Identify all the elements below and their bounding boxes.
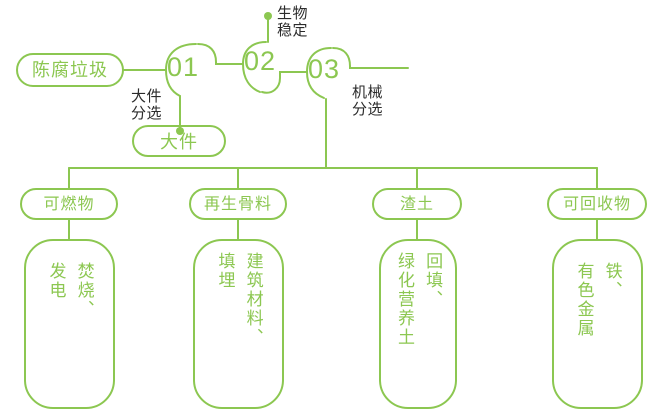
outcome-column-3a: 回填、 xyxy=(423,252,443,309)
outcome-column-4a: 铁、 xyxy=(602,262,622,300)
outcome-column-1a: 焚烧、 xyxy=(74,262,94,319)
source-pill-label: 陈腐垃圾 xyxy=(32,60,108,80)
outcome-column-3b: 绿化营养土 xyxy=(395,252,414,347)
node-02-arc-upper xyxy=(242,41,267,65)
branch-pill-label-1: 可燃物 xyxy=(43,196,95,213)
branch-pill-label-3: 渣土 xyxy=(399,196,434,213)
outcome-text-1: 焚烧、 发电 xyxy=(25,262,114,392)
outcome-box-4-shape xyxy=(552,239,643,409)
stage-03-process-label: 机械 分选 xyxy=(352,84,384,118)
daijian-pill-shape xyxy=(132,125,226,157)
stage-01-output-label: 大件 xyxy=(160,132,198,152)
node-01-arc-upper xyxy=(165,43,197,71)
node-03-arc-lower xyxy=(306,71,325,99)
outcome-box-1-shape xyxy=(24,239,115,409)
stage-number-01: 01 xyxy=(167,52,200,82)
connector-03-tail-right xyxy=(332,47,409,69)
stage-number-03: 03 xyxy=(308,54,341,84)
outcome-column-2a: 建筑材料、 xyxy=(243,252,263,347)
outcome-text-2: 建筑材料、 填埋 xyxy=(194,252,283,402)
branch-pill-label-4: 可回收物 xyxy=(562,196,631,213)
connector-02-dot xyxy=(264,12,272,20)
branch-pill-label-2: 再生骨料 xyxy=(203,196,272,213)
stage-01-process-label: 大件 分选 xyxy=(131,88,163,122)
outcome-column-2b: 填埋 xyxy=(215,252,235,290)
node-03-arc-upper xyxy=(306,47,332,73)
stage-number-02: 02 xyxy=(244,46,277,76)
outcome-column-4b: 有色金属 xyxy=(574,262,594,338)
outcome-box-3-shape xyxy=(379,239,457,409)
node-02-arc-lower xyxy=(242,63,261,93)
outcome-text-3: 回填、 绿化营养土 xyxy=(380,252,456,402)
connector-02-to-03 xyxy=(261,71,308,94)
outcome-text-4: 铁、 有色金属 xyxy=(553,262,642,402)
outcome-column-1b: 发电 xyxy=(46,262,66,300)
connector-01-dot xyxy=(176,127,184,135)
stage-02-process-label: 生物 稳定 xyxy=(277,5,309,39)
connector-01-to-02 xyxy=(197,43,244,65)
node-01-arc-lower xyxy=(165,69,181,97)
outcome-box-2-shape xyxy=(193,239,284,409)
